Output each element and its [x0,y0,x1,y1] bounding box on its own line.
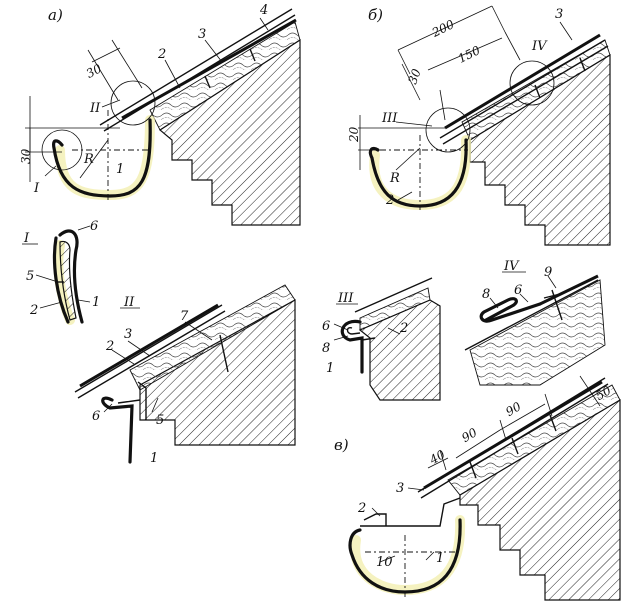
view-a-part-4: 4 [259,3,268,18]
view-b-heading: б) [368,6,383,24]
detail-II-part-5: 5 [156,413,164,428]
view-a-heading: а) [48,6,63,24]
view-b-dim-30: 30 [405,67,424,86]
view-c-dim-90-a: 90 [459,425,480,445]
detail-III-hook [340,319,364,374]
view-a-mark-I: I [33,181,40,196]
wall-a [158,38,301,226]
detail-I: I 6 5 2 1 [22,219,100,325]
view-c-dim-90-b: 90 [503,399,524,419]
detail-II-part-3: 3 [124,327,132,342]
detail-I-part-6: 6 [90,219,98,234]
view-a-radius: R [83,152,94,167]
view-a-part-2: 2 [157,47,166,62]
view-c: в) 40 90 90 50 1 2 3 10 [334,375,621,601]
view-b-mark-III: III [381,111,398,126]
view-b-dim-20: 20 [347,126,361,143]
detail-II: II 7 3 2 6 5 1 [74,284,296,466]
view-b-mark-IV: IV [531,39,548,54]
detail-III: III 6 8 1 2 [322,277,441,401]
view-c-heading: в) [334,436,349,454]
view-b-part-3: 3 [555,7,563,22]
view-c-part-3: 3 [396,481,404,496]
detail-III-part-6: 6 [322,319,330,334]
detail-I-inner-sheet [52,236,70,324]
bracket-c [360,497,461,527]
detail-II-part-6: 6 [92,409,100,424]
view-c-part-10: 10 [376,555,393,570]
gutter-b [368,138,468,208]
detail-II-rafter [129,284,296,391]
view-a-dim-flange: 30 [84,61,104,81]
view-a: а) 30 30 I II R 1 2 3 4 [19,3,301,226]
detail-II-mark: II [123,295,135,310]
detail-circle-II [110,80,156,126]
view-b: б) 200 150 30 20 III IV R 2 3 [347,5,611,246]
rafter-b [461,39,611,141]
detail-II-part-2: 2 [105,339,114,354]
view-a-mark-II: II [89,101,101,116]
detail-I-outer-sheet [58,229,84,324]
detail-circle-IV [509,60,555,106]
detail-I-part-5: 5 [26,269,34,284]
rafter-c [447,384,621,496]
view-b-radius: R [389,171,400,186]
wall-b [469,53,611,246]
detail-IV-part-9: 9 [544,265,552,280]
detail-IV-part-8: 8 [482,287,490,302]
detail-III-part-8: 8 [322,341,330,356]
detail-III-part-1: 1 [326,361,334,376]
detail-IV: IV 8 6 9 [464,259,606,386]
view-b-part-2: 2 [385,193,394,208]
detail-I-part-2: 2 [29,303,38,318]
detail-IV-rafter [469,279,606,386]
detail-II-part-1: 1 [150,451,158,466]
view-b-dim-150: 150 [456,43,483,66]
view-b-dim-200: 200 [429,17,457,40]
detail-III-part-2: 2 [399,321,408,336]
view-a-part-3: 3 [198,27,206,42]
gutter-a [52,118,152,198]
view-c-part-1: 1 [436,551,444,566]
detail-II-part-7: 7 [180,309,189,324]
detail-III-mark: III [337,291,354,306]
view-c-dim-50: 50 [593,383,614,403]
detail-I-part-1: 1 [92,295,100,310]
wall-c [459,398,621,601]
detail-IV-mark: IV [503,259,520,274]
view-a-dim-drop: 30 [19,148,33,164]
detail-IV-part-6: 6 [514,283,522,298]
view-c-part-2: 2 [357,501,366,516]
gutter-c [348,518,462,594]
detail-I-mark: I [23,231,30,246]
detail-II-hook [101,396,134,464]
detail-circle-III [425,107,471,153]
rafter-a [149,21,301,131]
view-a-part-1: 1 [116,162,124,177]
